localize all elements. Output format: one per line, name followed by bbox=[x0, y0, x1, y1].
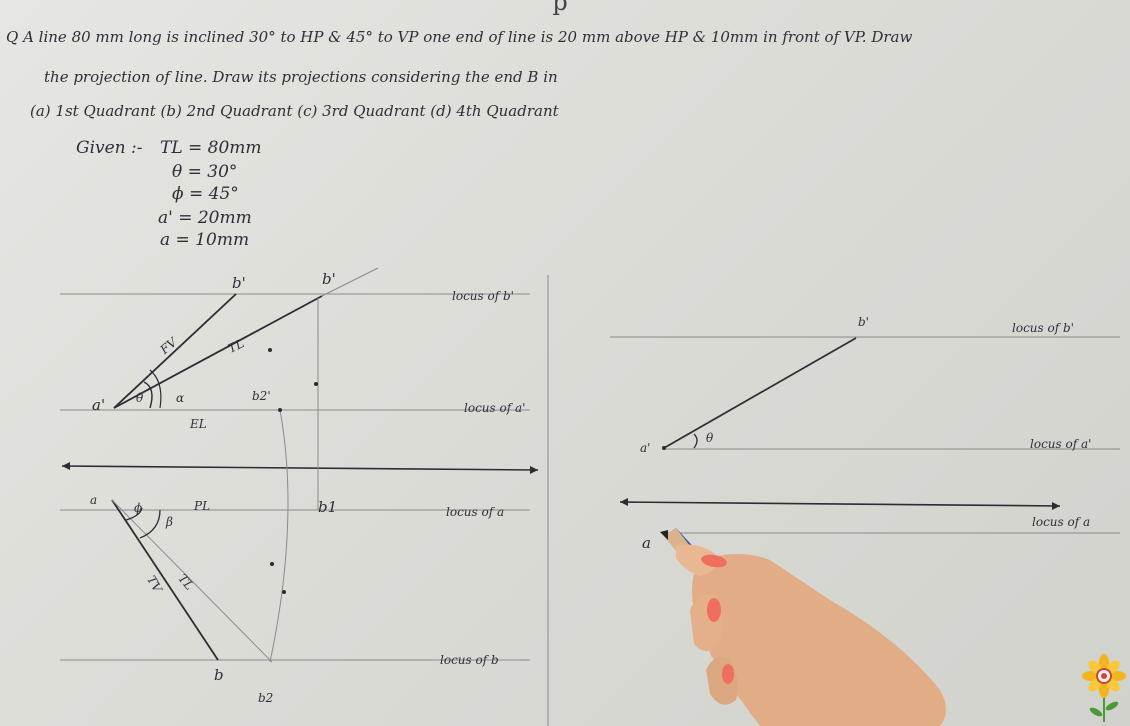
xy-right-arrow-right bbox=[1052, 502, 1060, 510]
nail-ring bbox=[722, 664, 734, 684]
mark-dot-1 bbox=[268, 348, 272, 352]
xy-line-right bbox=[619, 501, 1061, 507]
label-beta: β bbox=[166, 515, 173, 529]
question-line-3: (a) 1st Quadrant (b) 2nd Quadrant (c) 3r… bbox=[30, 102, 559, 120]
nail-index bbox=[701, 554, 727, 568]
given-a-dash: a' = 20mm bbox=[158, 208, 252, 228]
label-pl: PL bbox=[194, 499, 211, 513]
beta-arc bbox=[139, 509, 161, 539]
mark-dot-2 bbox=[314, 382, 318, 386]
right-elevation-line bbox=[663, 337, 857, 449]
right-label-b-dash: b' bbox=[858, 315, 869, 329]
true-length-line-top bbox=[113, 295, 323, 409]
theta-arc bbox=[143, 381, 153, 409]
top-caption: p bbox=[552, 0, 568, 16]
alpha-arc bbox=[149, 369, 162, 409]
front-view-line bbox=[113, 293, 237, 409]
given-tl: TL = 80mm bbox=[160, 138, 262, 158]
label-b: b bbox=[214, 666, 224, 684]
hand-palm bbox=[692, 554, 946, 726]
label-a: a bbox=[90, 493, 98, 507]
b2-dash-point bbox=[278, 408, 282, 412]
xy-arrow-right bbox=[530, 466, 538, 474]
right-label-locus-b-dash: locus of b' bbox=[1012, 321, 1074, 335]
index-finger bbox=[676, 544, 720, 576]
label-locus-a: locus of a bbox=[446, 505, 505, 519]
nail-middle bbox=[707, 598, 721, 622]
tl-extension bbox=[321, 267, 379, 297]
label-locus-b: locus of b bbox=[440, 653, 499, 667]
xy-arrow-left bbox=[62, 462, 70, 470]
label-locus-b-dash: locus of b' bbox=[452, 289, 514, 303]
question-line-2: the projection of line. Draw its project… bbox=[44, 68, 558, 86]
sunflower-logo-icon bbox=[1082, 654, 1126, 722]
true-length-line-bottom bbox=[111, 499, 273, 663]
label-a-dash: a' bbox=[92, 396, 106, 414]
label-b1: b1 bbox=[318, 498, 338, 516]
label-b-dash-1: b' bbox=[232, 274, 246, 292]
given-theta: θ = 30° bbox=[172, 162, 238, 182]
label-locus-a-dash: locus of a' bbox=[464, 401, 526, 415]
label-b-dash-2: b' bbox=[322, 270, 336, 288]
question-line-1: Q A line 80 mm long is inclined 30° to H… bbox=[6, 28, 913, 46]
phi-arc bbox=[125, 507, 143, 521]
right-label-locus-a-dash: locus of a' bbox=[1030, 437, 1092, 451]
top-view-line bbox=[111, 499, 219, 661]
right-label-a-dash: a' bbox=[640, 441, 651, 455]
pencil-lead bbox=[660, 530, 668, 540]
right-a-dash-point bbox=[662, 446, 666, 450]
given-phi: ϕ = 45° bbox=[172, 184, 239, 204]
label-b2-dash: b2' bbox=[252, 389, 271, 403]
mark-dot-3 bbox=[270, 562, 274, 566]
label-alpha: α bbox=[176, 391, 185, 405]
right-label-theta: θ bbox=[706, 431, 714, 445]
label-el: EL bbox=[190, 417, 207, 431]
right-label-locus-a: locus of a bbox=[1032, 515, 1091, 529]
label-theta: θ bbox=[136, 391, 144, 405]
hand-with-pencil bbox=[660, 528, 946, 726]
mark-dot-4 bbox=[282, 590, 286, 594]
given-a: a = 10mm bbox=[160, 230, 250, 250]
given-heading: Given :- bbox=[76, 138, 143, 158]
xy-right-arrow-left bbox=[620, 498, 628, 506]
xy-line-left bbox=[61, 465, 539, 471]
label-phi: ϕ bbox=[134, 501, 143, 515]
right-theta-arc bbox=[693, 433, 698, 449]
label-b2: b2 bbox=[258, 691, 274, 705]
projection-arc bbox=[269, 409, 289, 663]
right-label-a: a bbox=[642, 534, 651, 552]
